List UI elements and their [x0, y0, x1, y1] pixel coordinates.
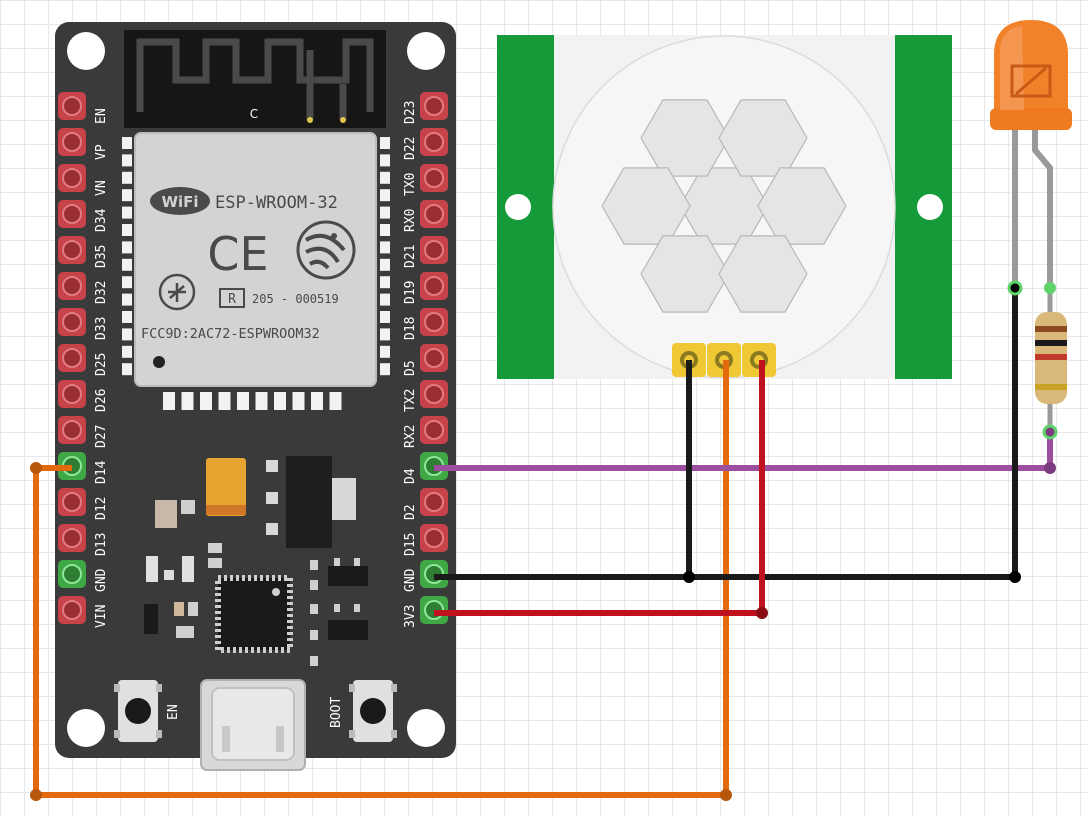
- pir-motion-sensor[interactable]: [497, 35, 952, 379]
- pin-right-d22[interactable]: [420, 128, 448, 156]
- orange-led[interactable]: [990, 20, 1072, 288]
- board-components: [144, 456, 368, 666]
- cert-code: 205 - 000519: [252, 292, 339, 306]
- pin-label: D23: [403, 101, 418, 124]
- pin-right-tx0[interactable]: [420, 164, 448, 192]
- pin-left-vin[interactable]: [58, 596, 86, 624]
- antenna-trace-icon: [136, 38, 374, 112]
- pin-left-d32[interactable]: [58, 272, 86, 300]
- pin-right-d15[interactable]: [420, 524, 448, 552]
- pin-label: D13: [94, 533, 109, 556]
- pin-label: GND: [94, 568, 109, 592]
- module-pads-bottom: [163, 392, 342, 410]
- pin-label: VIN: [94, 605, 109, 628]
- pin-label: EN: [94, 108, 109, 124]
- pin-right-rx2[interactable]: [420, 416, 448, 444]
- pin-right-tx2[interactable]: [420, 380, 448, 408]
- pin-label: 3V3: [403, 605, 418, 628]
- module-pads-right: [380, 137, 390, 376]
- lens-segment: [640, 235, 730, 313]
- pin-right-d19[interactable]: [420, 272, 448, 300]
- boot-button-label: BOOT: [329, 697, 344, 728]
- svg-text:WiFi: WiFi: [161, 193, 198, 211]
- pin-label: D15: [403, 533, 418, 556]
- pin-right-rx0[interactable]: [420, 200, 448, 228]
- pin-label: D4: [403, 468, 418, 484]
- pir-mounting-hole-icon: [917, 194, 943, 220]
- pin-label: D12: [94, 497, 109, 520]
- pin-left-en[interactable]: [58, 92, 86, 120]
- en-button-label: EN: [166, 704, 181, 720]
- lens-segment: [757, 167, 847, 245]
- pin-label: GND: [403, 568, 418, 592]
- pin-label: D22: [403, 137, 418, 160]
- micro-usb-port[interactable]: [200, 679, 306, 771]
- pin-left-vn[interactable]: [58, 164, 86, 192]
- r-mark-icon: [219, 288, 245, 308]
- pin-label: D18: [403, 317, 418, 340]
- pin-left-d12[interactable]: [58, 488, 86, 516]
- lens-segment: [718, 235, 808, 313]
- pin-label: D21: [403, 245, 418, 268]
- pin-label: TX2: [403, 389, 418, 412]
- resistor[interactable]: [1035, 288, 1067, 468]
- pin-label: D27: [94, 425, 109, 448]
- antenna-mark: C: [250, 107, 258, 121]
- pin-label: D5: [403, 360, 418, 376]
- mounting-hole-icon: [407, 32, 445, 70]
- svg-text:R: R: [228, 292, 236, 307]
- pin-left-d13[interactable]: [58, 524, 86, 552]
- pin-label: VN: [94, 180, 109, 196]
- fresnel-hexagons: [601, 99, 847, 313]
- module-pads-left: [122, 137, 132, 376]
- pin-label: D14: [94, 460, 109, 484]
- pin-label: D25: [94, 353, 109, 376]
- pin-label: D32: [94, 281, 109, 304]
- mounting-hole-icon: [67, 32, 105, 70]
- pir-mounting-hole-icon: [505, 194, 531, 220]
- pin-label: D2: [403, 504, 418, 520]
- pin-label: RX0: [403, 209, 418, 232]
- lens-segment: [640, 99, 730, 177]
- pin-left-d27[interactable]: [58, 416, 86, 444]
- pin-right-d21[interactable]: [420, 236, 448, 264]
- pin-right-d2[interactable]: [420, 488, 448, 516]
- wire-junctions: [30, 280, 1058, 801]
- pin-left-d34[interactable]: [58, 200, 86, 228]
- pin-left-d33[interactable]: [58, 308, 86, 336]
- esp32-board[interactable]: C WiFi ESP-WROOM-32 CE R 205 - 000519 FC…: [55, 22, 456, 771]
- pin-left-vp[interactable]: [58, 128, 86, 156]
- pin-right-d18[interactable]: [420, 308, 448, 336]
- ce-mark-icon: CE: [207, 227, 268, 281]
- espressif-logo-icon: [296, 220, 356, 280]
- pin-right-d23[interactable]: [420, 92, 448, 120]
- pin-left-gnd[interactable]: [58, 560, 86, 588]
- en-button[interactable]: [114, 680, 162, 742]
- led-anode-leg: [1032, 125, 1053, 288]
- pin1-dot-icon: [153, 356, 165, 368]
- mounting-hole-icon: [67, 709, 105, 747]
- pin-label: RX2: [403, 425, 418, 448]
- module-name: ESP-WROOM-32: [215, 193, 338, 213]
- pin-label: TX0: [403, 173, 418, 196]
- telec-logo-icon: [158, 273, 196, 311]
- pin-label: VP: [94, 144, 109, 160]
- pin-left-d26[interactable]: [58, 380, 86, 408]
- pin-left-d25[interactable]: [58, 344, 86, 372]
- pin-label: D35: [94, 245, 109, 268]
- wire-purple[interactable]: [434, 432, 1053, 471]
- mounting-hole-icon: [407, 709, 445, 747]
- pin-label: D26: [94, 389, 109, 412]
- pin-label: D34: [94, 208, 109, 232]
- boot-button[interactable]: [349, 680, 397, 742]
- pin-label: D33: [94, 317, 109, 340]
- pin-label: D19: [403, 281, 418, 304]
- wifi-logo-icon: WiFi: [150, 187, 210, 215]
- pin-left-d35[interactable]: [58, 236, 86, 264]
- fcc-id: FCC9D:2AC72-ESPWROOM32: [141, 326, 320, 342]
- pin-right-d5[interactable]: [420, 344, 448, 372]
